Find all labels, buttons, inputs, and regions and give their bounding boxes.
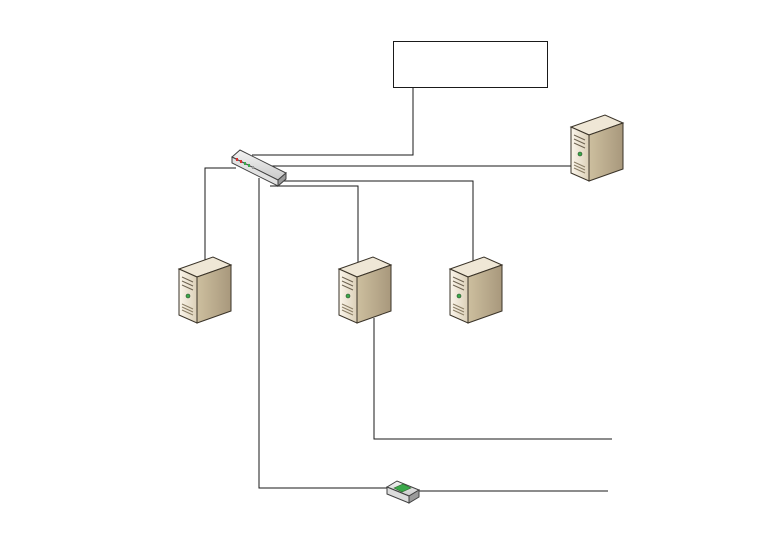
link-switch-server-left: [204, 167, 236, 262]
connection-lines: [204, 88, 612, 492]
server-icon-middle: [338, 256, 392, 324]
link-server-middle-offpage: [373, 318, 612, 440]
link-switch-hub: [258, 178, 390, 489]
empty-label-box: [393, 41, 548, 88]
link-switch-server-right: [278, 180, 474, 262]
link-switch-server-middle: [270, 185, 359, 262]
server-icon-right: [449, 256, 503, 324]
link-switch-box: [252, 88, 414, 156]
server-icon-left: [178, 256, 232, 324]
network-hub-icon: [385, 480, 421, 504]
server-icon-top-right: [570, 114, 624, 182]
network-switch-icon: [231, 149, 287, 188]
